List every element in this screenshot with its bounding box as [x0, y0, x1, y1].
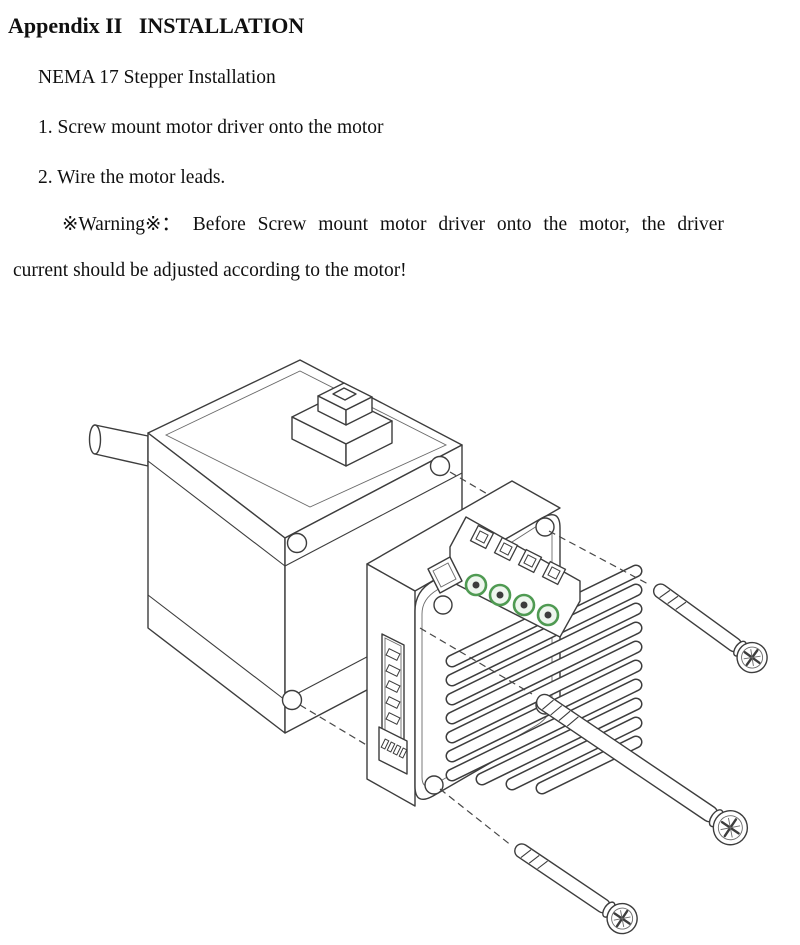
- driver-mount-hole: [424, 775, 444, 796]
- driver-mount-hole: [433, 595, 453, 616]
- mounting-screw-top: [652, 583, 768, 674]
- mounting-screw-middle: [535, 694, 749, 846]
- motor-mount-hole: [286, 533, 308, 554]
- step-1: 1. Screw mount motor driver onto the mot…: [38, 116, 384, 138]
- motor-connector: [291, 382, 393, 468]
- subheading: NEMA 17 Stepper Installation: [38, 66, 276, 88]
- driver-mount-hole: [535, 517, 555, 538]
- step-2: 2. Wire the motor leads.: [38, 167, 226, 189]
- mounting-screw-bottom: [514, 843, 638, 935]
- dip-switch-block: [378, 726, 408, 776]
- alignment-dashed-lines-front: [419, 530, 651, 847]
- motor-shaft: [88, 424, 149, 468]
- warning-line-2: current should be adjusted according to …: [13, 260, 407, 281]
- motor-mount-hole: [429, 456, 451, 477]
- motor-driver: [366, 480, 643, 808]
- motor-mount-hole: [281, 690, 303, 711]
- exploded-view-drawing: [88, 359, 768, 935]
- warning-line-1: ※Warning※： Before Screw mount motor driv…: [62, 213, 724, 235]
- signal-connector: [427, 556, 463, 595]
- appendix-heading: Appendix II INSTALLATION: [8, 13, 305, 38]
- installation-figure: [0, 333, 800, 943]
